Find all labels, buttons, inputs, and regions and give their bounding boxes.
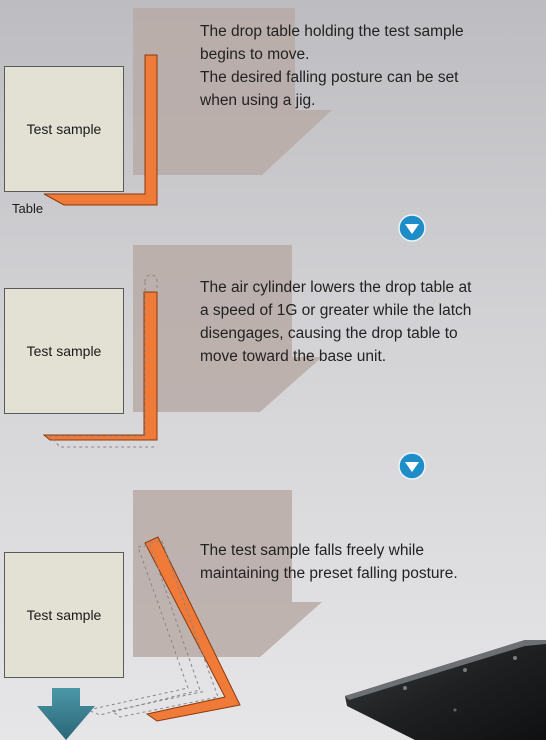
step-2-panel: Test sample The air cylinder lowers the …	[0, 240, 546, 485]
falling-direction-arrow	[37, 688, 95, 740]
step-3-panel: Test sample The test sample falls freely…	[0, 485, 546, 740]
test-sample-label: Test sample	[26, 343, 102, 359]
table-label: Table	[12, 201, 44, 216]
step-2-description: The air cylinder lowers the drop table a…	[200, 279, 472, 365]
step-3-description: The test sample falls freely while maint…	[200, 542, 458, 582]
test-sample-label: Test sample	[26, 121, 102, 137]
next-step-icon	[398, 214, 426, 242]
step-1-panel: Test sample Table The drop table holding…	[0, 0, 546, 225]
step-3-background-arrow	[133, 490, 322, 657]
test-sample-label: Test sample	[26, 607, 102, 623]
step-1-description: The drop table holding the test sample b…	[200, 23, 464, 109]
test-sample-box: Test sample	[4, 288, 124, 414]
step-1-background-arrow	[133, 8, 332, 175]
drop-table-bracket	[43, 54, 158, 206]
base-unit-image	[345, 640, 546, 740]
next-step-icon	[398, 452, 426, 480]
test-sample-box: Test sample	[4, 66, 124, 192]
step-2-background-arrow	[133, 245, 322, 412]
falling-table-bracket	[86, 536, 241, 722]
test-sample-box: Test sample	[4, 552, 124, 678]
drop-table-bracket	[42, 274, 158, 448]
